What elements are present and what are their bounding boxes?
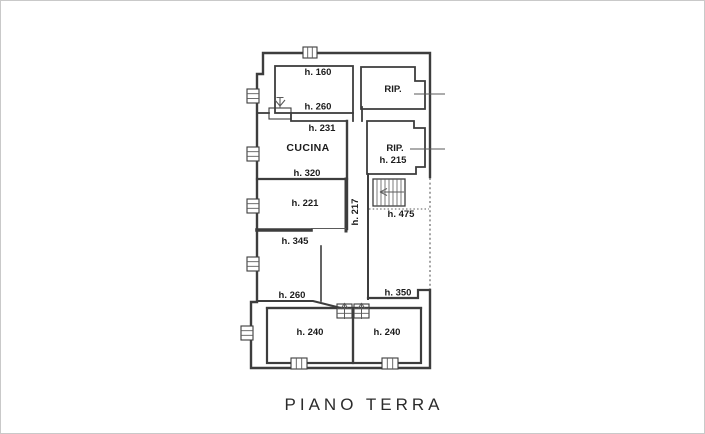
window — [246, 88, 260, 104]
label-h221: h. 221 — [292, 198, 320, 209]
label-rip-mid: RIP. — [386, 143, 403, 154]
window — [302, 46, 318, 59]
room-350-bottom-wall — [366, 288, 431, 300]
label-h240-right: h. 240 — [374, 327, 401, 338]
dashed-boundaries — [369, 178, 431, 289]
step-arrow-right — [358, 302, 365, 319]
steps-entry — [336, 302, 370, 319]
label-h240-left: h. 240 — [297, 327, 324, 338]
sink-fixture-icon — [268, 96, 292, 120]
storage-top-walls — [360, 66, 426, 110]
window — [240, 325, 254, 341]
room-top-left-walls — [274, 65, 354, 114]
window — [246, 256, 260, 272]
step-arrow-left — [341, 302, 348, 319]
label-h345: h. 345 — [282, 236, 310, 247]
label-rip-top: RIP. — [384, 84, 401, 95]
label-h217: h. 217 — [350, 199, 361, 226]
window — [381, 357, 399, 370]
outer-wall — [249, 51, 432, 370]
label-h320: h. 320 — [294, 168, 321, 179]
window — [246, 146, 260, 162]
plan-title: PIANO TERRA — [285, 395, 444, 414]
room-labels: h. 160 h. 260 RIP. h. 231 CUCINA RIP. h.… — [279, 67, 416, 338]
label-h260-bottom: h. 260 — [279, 290, 306, 301]
label-h231: h. 231 — [309, 123, 337, 134]
staircase-main — [372, 178, 406, 207]
room-260-bottom-wall — [256, 300, 343, 310]
label-h350: h. 350 — [385, 288, 412, 299]
label-h160: h. 160 — [305, 67, 332, 78]
storage-mid-walls — [366, 120, 426, 175]
label-h475: h. 475 — [388, 209, 416, 220]
interior-walls — [255, 65, 445, 365]
window — [246, 198, 260, 214]
label-cucina: CUCINA — [286, 142, 329, 154]
window — [290, 357, 308, 370]
stair-direction-arrow — [379, 188, 404, 196]
label-h260-top: h. 260 — [305, 102, 332, 113]
windows — [240, 46, 399, 370]
label-h215: h. 215 — [380, 155, 408, 166]
